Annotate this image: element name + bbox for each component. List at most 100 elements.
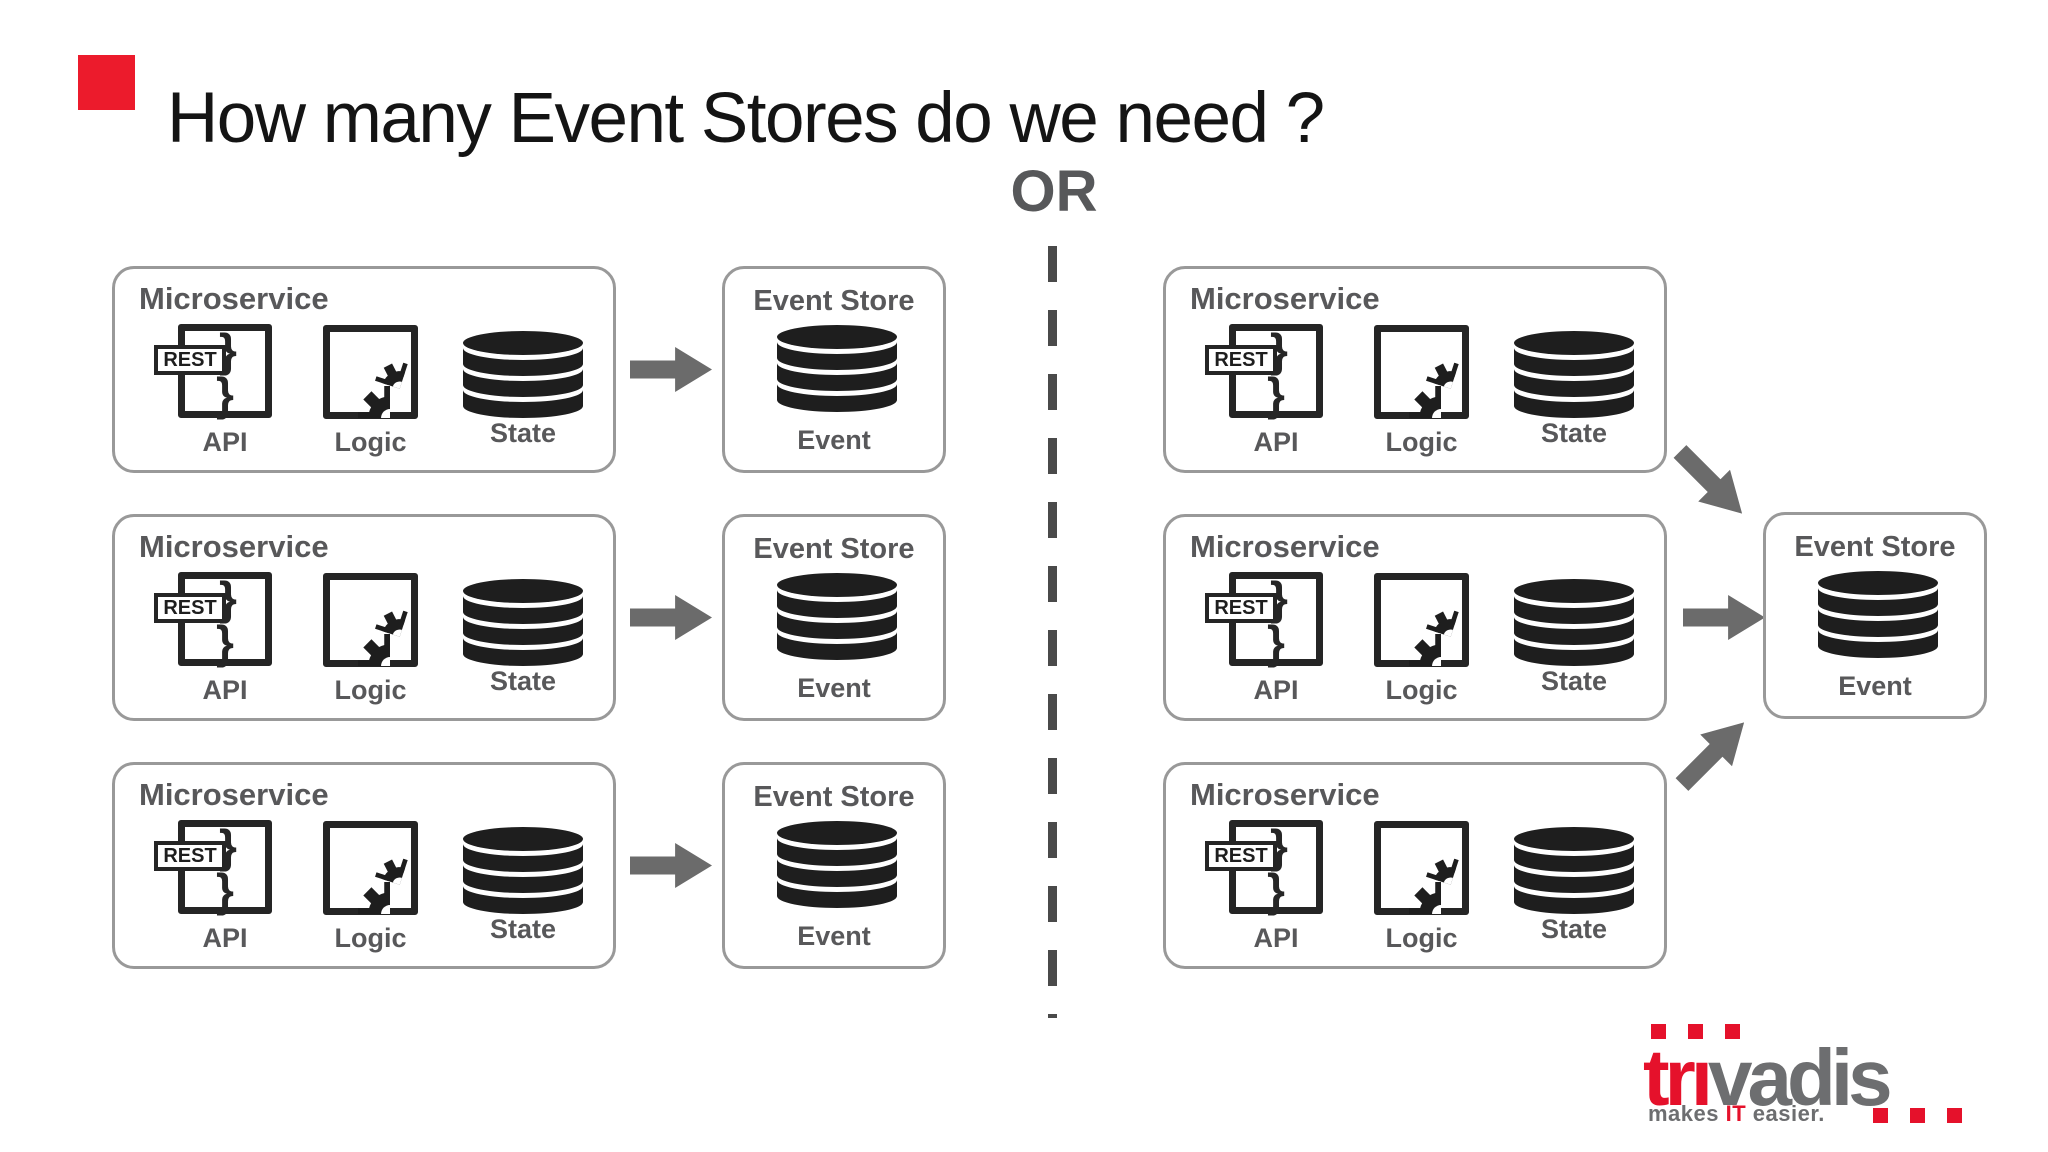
gears-icon: [1374, 573, 1469, 667]
event-store-box-left-1: Event Store Event: [722, 266, 946, 473]
logic-label: Logic: [1385, 923, 1458, 953]
rest-badge: REST: [154, 345, 226, 375]
code-brace-bottom-icon: }: [1267, 368, 1285, 420]
event-store-title: Event Store: [753, 285, 915, 317]
flow-arrow-right-up-diagonal: [1666, 706, 1760, 800]
microservice-box-right-3: Microservice REST } } API Logic State: [1163, 762, 1667, 969]
microservice-title: Microservice: [1190, 281, 1380, 316]
api-label: API: [202, 923, 248, 953]
tagline-start: makes: [1648, 1101, 1726, 1126]
api-code-icon: REST } }: [154, 820, 272, 916]
rest-badge: REST: [154, 841, 226, 871]
state-database-icon: [459, 331, 587, 419]
api-label: API: [202, 427, 248, 457]
or-label: OR: [1010, 159, 1098, 224]
event-store-box-right-1: Event Store Event: [1763, 512, 1987, 719]
dashed-divider: [1048, 246, 1057, 1018]
code-brace-bottom-icon: }: [1267, 616, 1285, 668]
logo-dot: [1651, 1024, 1666, 1039]
api-code-icon: REST } }: [154, 324, 272, 420]
event-store-title: Event Store: [753, 781, 915, 813]
api-label: API: [1253, 675, 1299, 705]
logo-dot: [1688, 1024, 1703, 1039]
microservice-box-right-1: Microservice REST } } API Logic State: [1163, 266, 1667, 473]
microservice-title: Microservice: [139, 777, 329, 812]
state-database-icon: [459, 827, 587, 915]
microservice-title: Microservice: [1190, 777, 1380, 812]
state-label: State: [489, 914, 557, 944]
state-database-icon: [1510, 331, 1638, 419]
code-brace-top-icon: }: [219, 324, 237, 376]
event-store-box-left-3: Event Store Event: [722, 762, 946, 969]
title-bullet-square: [78, 55, 135, 110]
event-label: Event: [1838, 671, 1912, 701]
api-label: API: [1253, 923, 1299, 953]
code-brace-top-icon: }: [1270, 572, 1288, 624]
microservice-title: Microservice: [139, 281, 329, 316]
state-database-icon: [459, 579, 587, 667]
logo-square-dot: [1910, 1108, 1925, 1123]
state-label: State: [489, 666, 557, 696]
logic-label: Logic: [1385, 675, 1458, 705]
event-store-box-left-2: Event Store Event: [722, 514, 946, 721]
code-brace-bottom-icon: }: [216, 864, 234, 916]
rest-badge: REST: [154, 593, 226, 623]
code-brace-top-icon: }: [219, 572, 237, 624]
code-brace-top-icon: }: [1270, 324, 1288, 376]
logic-label: Logic: [334, 427, 407, 457]
api-code-icon: REST } }: [1205, 324, 1323, 420]
gears-icon: [323, 821, 418, 915]
logo-tagline: makes IT easier.: [1648, 1101, 1825, 1127]
flow-arrow-left-1: [630, 347, 712, 392]
logic-label: Logic: [334, 675, 407, 705]
event-database-icon: [1814, 571, 1942, 659]
api-label: API: [1253, 427, 1299, 457]
code-brace-bottom-icon: }: [216, 616, 234, 668]
api-code-icon: REST } }: [154, 572, 272, 668]
state-database-icon: [1510, 579, 1638, 667]
microservice-box-right-2: Microservice REST } } API Logic State: [1163, 514, 1667, 721]
code-brace-top-icon: }: [1270, 820, 1288, 872]
event-database-icon: [773, 325, 901, 413]
rest-badge: REST: [1205, 345, 1277, 375]
code-brace-top-icon: }: [219, 820, 237, 872]
event-store-title: Event Store: [1794, 531, 1956, 563]
flow-arrow-left-2: [630, 595, 712, 640]
logic-label: Logic: [1385, 427, 1458, 457]
rest-badge: REST: [1205, 841, 1277, 871]
flow-arrow-left-3: [630, 843, 712, 888]
logo-dot: [1725, 1024, 1740, 1039]
gears-icon: [1374, 821, 1469, 915]
logo-square-dot: [1947, 1108, 1962, 1123]
logo-wordmark: trıvadis: [1643, 1038, 1893, 1118]
event-database-icon: [773, 821, 901, 909]
state-label: State: [489, 418, 557, 448]
gears-icon: [323, 325, 418, 419]
event-label: Event: [797, 921, 871, 951]
event-database-icon: [773, 573, 901, 661]
microservice-title: Microservice: [1190, 529, 1380, 564]
microservice-box-left-1: Microservice REST } } API Logic State: [112, 266, 616, 473]
flow-arrow-right-middle: [1683, 595, 1765, 640]
gears-icon: [1374, 325, 1469, 419]
state-label: State: [1540, 914, 1608, 944]
microservice-title: Microservice: [139, 529, 329, 564]
code-brace-bottom-icon: }: [216, 368, 234, 420]
logic-label: Logic: [334, 923, 407, 953]
state-label: State: [1540, 666, 1608, 696]
state-database-icon: [1510, 827, 1638, 915]
api-label: API: [202, 675, 248, 705]
code-brace-bottom-icon: }: [1267, 864, 1285, 916]
event-label: Event: [797, 425, 871, 455]
microservice-box-left-2: Microservice REST } } API Logic State: [112, 514, 616, 721]
flow-arrow-right-down-diagonal: [1664, 435, 1758, 529]
tagline-accent: IT: [1725, 1101, 1747, 1126]
slide-title: How many Event Stores do we need ?: [167, 78, 1325, 158]
state-label: State: [1540, 418, 1608, 448]
tagline-end: easier.: [1746, 1101, 1825, 1126]
gears-icon: [323, 573, 418, 667]
event-store-title: Event Store: [753, 533, 915, 565]
event-label: Event: [797, 673, 871, 703]
microservice-box-left-3: Microservice REST } } API Logic State: [112, 762, 616, 969]
